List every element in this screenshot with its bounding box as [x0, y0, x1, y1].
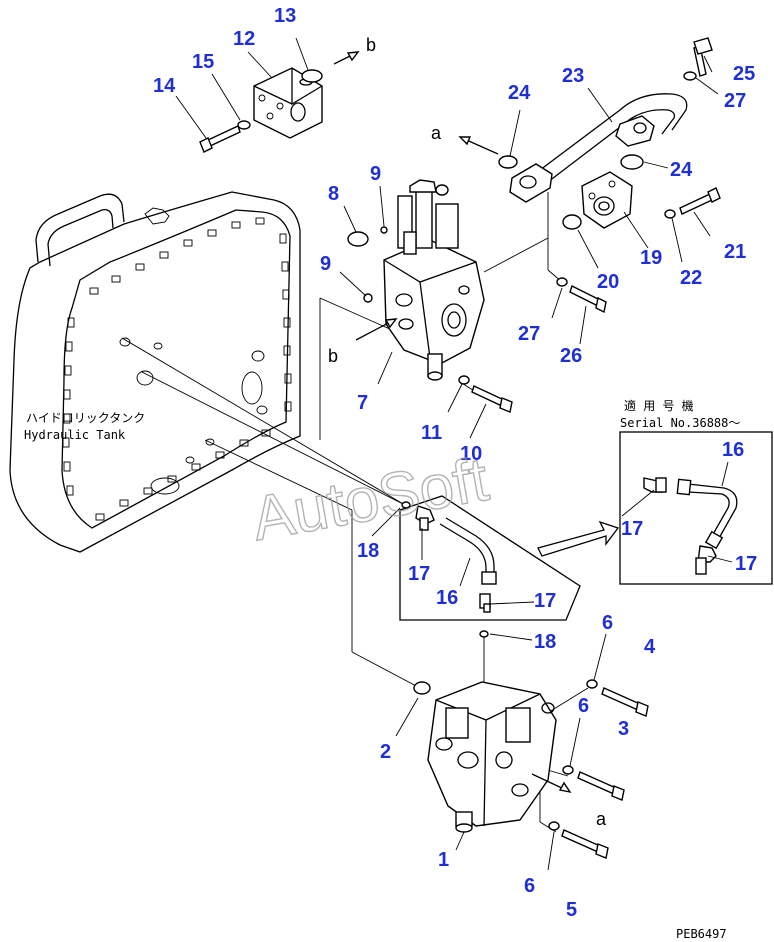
bolt-3: [577, 771, 625, 801]
o-ring-20: [562, 214, 582, 230]
control-valve-7: [383, 179, 485, 381]
callout-4: 4: [644, 636, 656, 658]
ref-letter-b-left: b: [328, 346, 338, 366]
callout-13: 13: [274, 5, 296, 27]
bolt-14: [199, 125, 241, 153]
callout-17-upper: 17: [408, 563, 430, 585]
bolt-26: [569, 285, 607, 314]
callout-23: 23: [562, 65, 584, 87]
callout-11: 11: [421, 422, 442, 444]
o-ring-9-upper: [380, 226, 388, 234]
washer-27-upper: [683, 71, 697, 81]
callout-27-lower: 27: [518, 323, 540, 345]
washer-6-middle: [562, 765, 574, 775]
tank-label-en: Hydraulic Tank: [24, 428, 126, 442]
o-ring-2: [413, 681, 431, 695]
ref-letter-b-top: b: [366, 35, 376, 55]
detail-frame-center: [399, 495, 581, 621]
callout-5: 5: [566, 899, 577, 921]
callout-numbers: 13 12 15 14 8 9 9 7 11 10 24 23 25 27 24…: [153, 5, 757, 921]
ref-letter-a-top: a: [431, 123, 442, 143]
elbow-17-alt-upper: [643, 477, 667, 493]
callout-7: 7: [357, 392, 368, 414]
callout-22: 22: [680, 267, 702, 289]
callout-20: 20: [597, 271, 619, 293]
serial-label-en: Serial No.36888～: [620, 416, 740, 430]
elbow-17-alt-lower: [695, 545, 717, 575]
washer-11: [458, 375, 470, 385]
callout-12: 12: [233, 28, 255, 50]
washer-6-upper: [586, 679, 598, 689]
callout-3: 3: [618, 718, 629, 740]
block-12: [253, 67, 323, 139]
washer-22: [664, 209, 676, 219]
washer-27-lower: [556, 277, 568, 287]
callout-14: 14: [153, 75, 176, 97]
callout-8: 8: [328, 183, 339, 205]
hose-16-alt: [676, 478, 738, 550]
bolt-4: [601, 687, 649, 717]
callout-24-lower: 24: [670, 159, 693, 181]
callout-leaders: [175, 37, 733, 871]
hose-16: [439, 517, 497, 585]
callout-19: 19: [640, 247, 662, 269]
callout-17-alt-lower: 17: [735, 553, 757, 575]
callout-16-alt: 16: [722, 439, 744, 461]
callout-17-alt-upper: 17: [621, 518, 643, 540]
drawing-code: PEB6497: [676, 927, 727, 941]
callout-26: 26: [560, 345, 582, 367]
o-ring-24-upper: [498, 155, 518, 169]
serial-detail-frame: [619, 431, 773, 585]
callout-6-upper: 6: [602, 612, 613, 634]
o-ring-13: [301, 69, 323, 83]
washer-6-lower: [548, 821, 560, 831]
callout-18-lower: 18: [534, 631, 556, 653]
callout-9-upper: 9: [370, 163, 381, 185]
callout-15: 15: [192, 51, 214, 73]
callout-24-upper: 24: [508, 82, 531, 104]
callout-27-upper: 27: [724, 90, 746, 112]
callout-25: 25: [733, 63, 755, 85]
valve-1: [427, 681, 557, 833]
bolt-5: [561, 829, 609, 859]
bolt-21: [679, 187, 721, 215]
flange-19: [581, 171, 633, 229]
callout-1: 1: [438, 849, 449, 871]
detail-arrow: [537, 520, 620, 557]
arrow-a-bottom: [531, 773, 567, 791]
callout-9-lower: 9: [320, 253, 331, 275]
o-ring-18-upper: [401, 501, 411, 509]
callout-10: 10: [460, 443, 482, 465]
callout-18-upper: 18: [357, 540, 379, 562]
tank-label-jp: ハイドロリックタンク: [26, 411, 145, 425]
o-ring-18-lower: [479, 630, 489, 638]
bolt-10: [471, 385, 513, 413]
ref-letter-a-bottom: a: [596, 809, 607, 829]
callout-16: 16: [436, 587, 458, 609]
serial-label-jp: 適 用 号 機: [624, 398, 694, 413]
callout-6-lower: 6: [524, 875, 535, 897]
fitting-17-lower: [479, 593, 491, 613]
callout-6-middle: 6: [578, 695, 589, 717]
callout-17-lower: 17: [534, 590, 556, 612]
o-ring-8: [347, 231, 369, 247]
callout-21: 21: [724, 241, 746, 263]
bolt-25: [693, 37, 713, 77]
watermark: AutoSoft: [247, 445, 493, 554]
washer-15: [237, 120, 251, 130]
elbow-17-upper: [415, 505, 435, 531]
hydraulic-tank: [9, 191, 301, 553]
pipe-23: [509, 93, 688, 203]
o-ring-24-lower: [620, 154, 644, 170]
callout-2: 2: [380, 741, 391, 763]
